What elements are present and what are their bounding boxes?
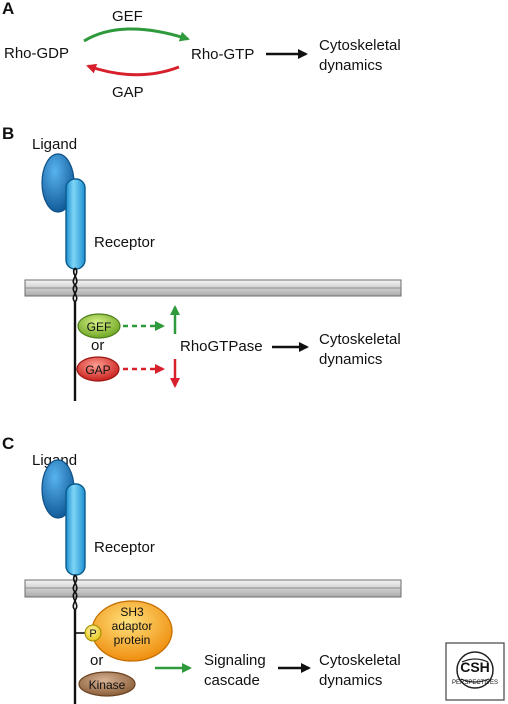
panel-a-outcome-line2: dynamics [319, 57, 382, 74]
panel-c-sh3-line1: SH3 [120, 605, 144, 619]
panel-b-rhogtpase-label: RhoGTPase [180, 338, 263, 355]
panel-c-signaling-line2: cascade [204, 672, 260, 689]
panel-c-kinase-shape [78, 671, 136, 697]
panel-b-transmembrane-coil-2 [72, 267, 78, 303]
panel-b-gef-shape [77, 313, 121, 339]
panel-b: B Ligand Receptor GEF or GAP RhoGTPase C… [2, 124, 402, 401]
panel-b-receptor-label: Receptor [94, 234, 155, 251]
logo-helix-top [461, 658, 489, 663]
logo-ring [456, 651, 494, 689]
panel-c-receptor-shape [65, 483, 86, 576]
panel-c-receptor-label: Receptor [94, 539, 155, 556]
csh-perspectives-logo: CSH PERSPECTIVES [445, 642, 505, 701]
panel-c-sh3-line2: adaptor [112, 619, 153, 633]
panel-b-receptor-shape [65, 178, 86, 270]
panel-c-or-label: or [90, 652, 103, 669]
panel-b-ligand-label: Ligand [32, 136, 77, 153]
panel-c-sh3-line3: protein [114, 633, 151, 647]
panel-c-phospho-label: P [89, 628, 96, 640]
gap-label: GAP [112, 84, 144, 101]
logo-main-text: CSH [460, 659, 490, 675]
gef-label: GEF [112, 8, 143, 25]
panel-b-gef-label: GEF [87, 320, 112, 334]
rho-gtp-label: Rho-GTP [191, 46, 254, 63]
logo-helix-bottom [460, 678, 490, 683]
panel-c-signaling-line1: Signaling [204, 652, 266, 669]
panel-b-outcome-line2: dynamics [319, 351, 382, 368]
panel-b-gap-label: GAP [85, 363, 110, 377]
gap-inactivation-arrow [86, 63, 180, 77]
panel-a-outcome-line1: Cytoskeletal [319, 37, 401, 54]
panel-c-outcome-line2: dynamics [319, 672, 382, 689]
panel-c-outcome-line1: Cytoskeletal [319, 652, 401, 669]
panel-b-or-label: or [91, 337, 104, 354]
rho-gdp-label: Rho-GDP [4, 45, 69, 62]
panel-a-letter: A [2, 0, 14, 18]
panel-c: C Ligand Receptor P SH3 adaptor protein … [2, 434, 402, 704]
panel-a: A GEF Rho-GDP Rho-GTP Cytoskeletal dynam… [2, 0, 401, 101]
logo-sub-text: PERSPECTIVES [452, 680, 498, 686]
panel-b-gap-shape [76, 356, 120, 382]
panel-c-transmembrane-coil-2 [72, 574, 78, 611]
gef-activation-arrow [83, 27, 190, 43]
panel-b-outcome-line1: Cytoskeletal [319, 331, 401, 348]
panel-c-phospho-shape [84, 624, 102, 642]
panel-c-letter: C [2, 434, 14, 453]
panel-b-letter: B [2, 124, 14, 143]
panel-c-kinase-label: Kinase [89, 678, 126, 692]
